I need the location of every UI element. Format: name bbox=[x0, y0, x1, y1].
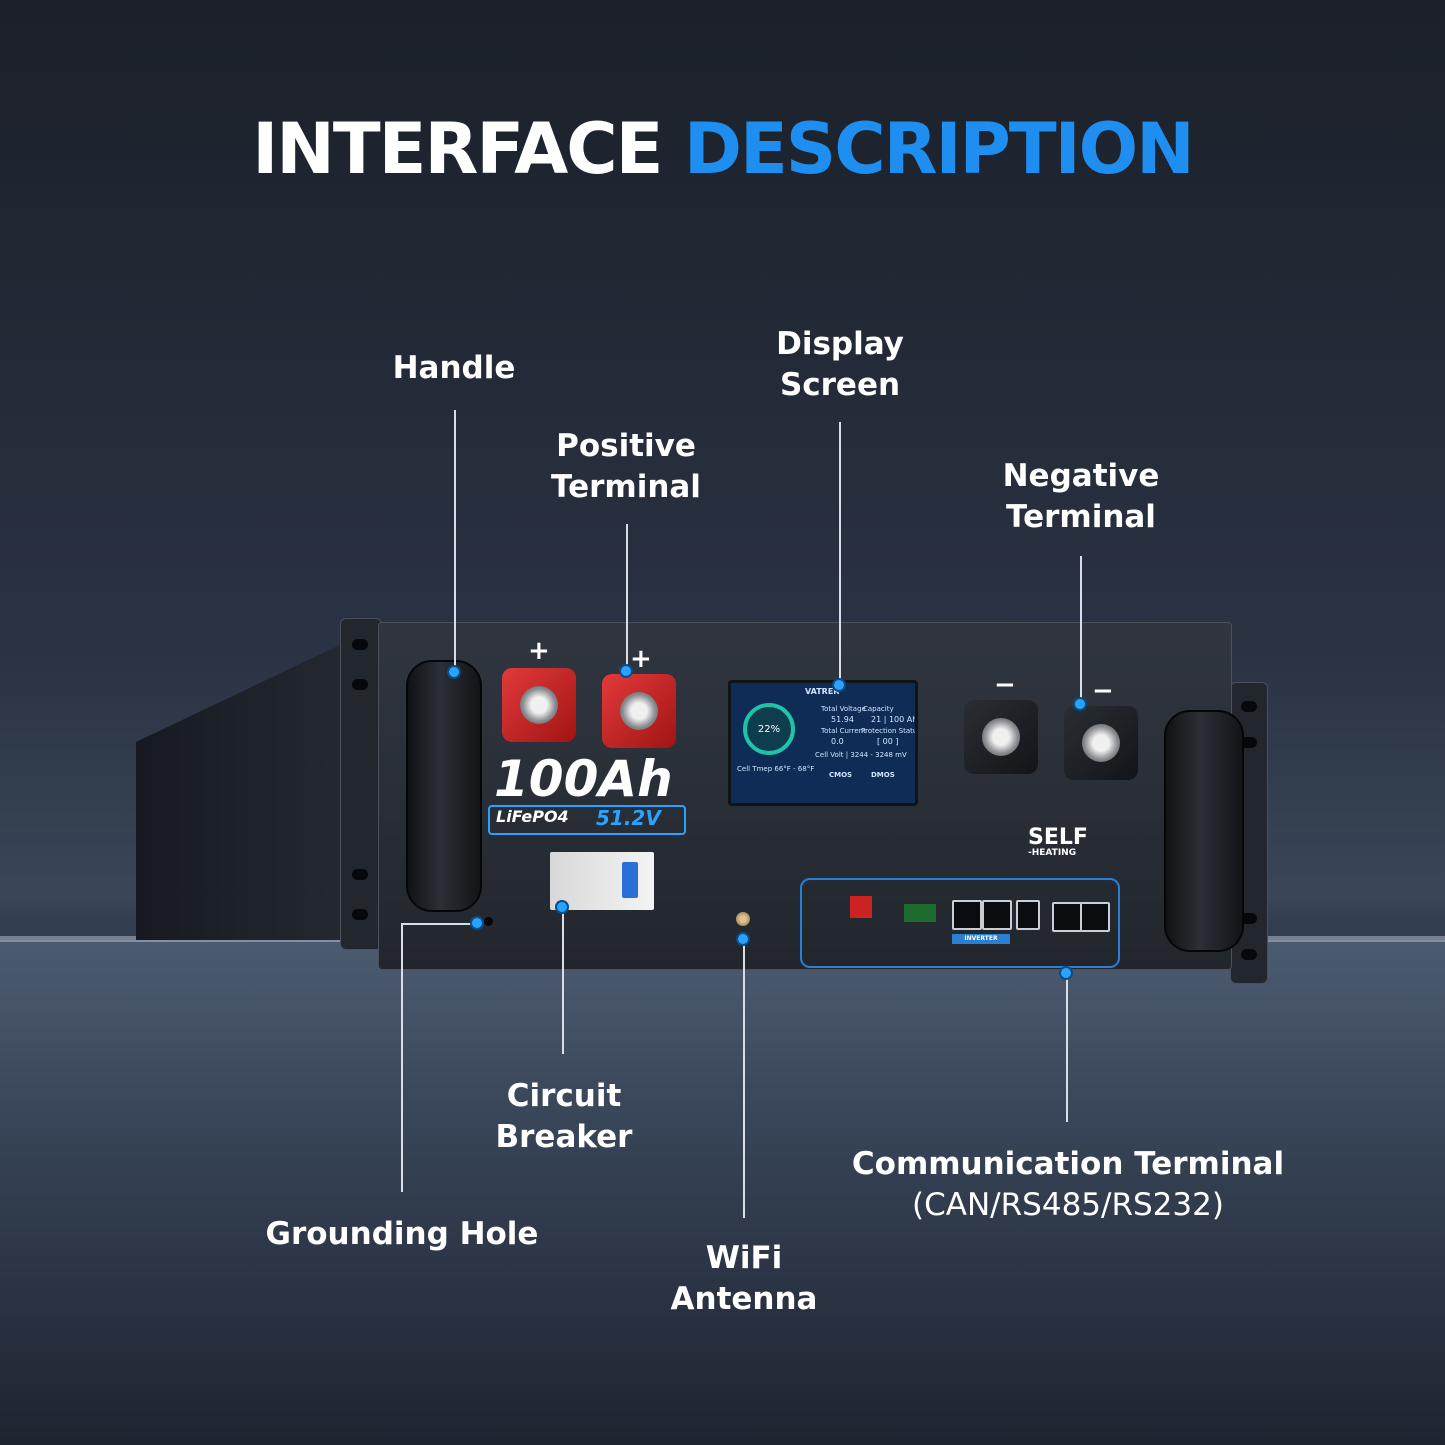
negative-terminal-label: Negative Terminal bbox=[1002, 458, 1160, 535]
positive-sign-2: + bbox=[630, 644, 652, 674]
positive-sign-1: + bbox=[528, 636, 550, 666]
handle-leader-line bbox=[454, 410, 456, 672]
circuit-breaker-marker bbox=[557, 902, 567, 912]
circuit-breaker[interactable] bbox=[550, 852, 654, 910]
page-title: INTERFACE DESCRIPTION bbox=[0, 108, 1445, 190]
grounding-hole[interactable] bbox=[484, 917, 493, 926]
negative-terminal-2[interactable] bbox=[1064, 706, 1138, 780]
positive-terminal-2[interactable] bbox=[602, 674, 676, 748]
right-handle[interactable] bbox=[1164, 710, 1244, 952]
handle-label: Handle bbox=[392, 350, 516, 386]
display-screen-label: Display Screen bbox=[776, 326, 904, 403]
wifi-antenna-leader-line bbox=[743, 940, 745, 1218]
communication-terminal-marker bbox=[1061, 968, 1071, 978]
handle-marker bbox=[449, 667, 459, 677]
left-handle[interactable] bbox=[406, 660, 482, 912]
rs485-port[interactable] bbox=[952, 900, 982, 930]
negative-sign-2: − bbox=[1092, 676, 1114, 706]
chemistry-label: LiFePO4 bbox=[496, 807, 569, 826]
screen-brand: VATRER bbox=[805, 687, 840, 696]
title-part-2: DESCRIPTION bbox=[683, 108, 1195, 190]
negative-sign-1: − bbox=[994, 670, 1016, 700]
spec-badge bbox=[488, 805, 686, 835]
self-heating-logo: SELF -HEATING bbox=[1028, 825, 1088, 858]
circuit-breaker-label: Circuit Breaker bbox=[495, 1078, 633, 1155]
left-rack-ear bbox=[340, 618, 382, 950]
rs232-port[interactable] bbox=[1016, 900, 1040, 930]
negative-terminal-marker bbox=[1075, 699, 1085, 709]
positive-terminal-label: Positive Terminal bbox=[551, 428, 701, 505]
voltage-label: 51.2V bbox=[596, 806, 661, 830]
grounding-hole-label: Grounding Hole bbox=[265, 1216, 539, 1252]
communication-terminal-leader-line bbox=[1066, 974, 1068, 1122]
shelf-surface bbox=[0, 940, 1445, 1445]
display-screen-marker bbox=[834, 680, 844, 690]
wifi-antenna-marker bbox=[738, 934, 748, 944]
wifi-antenna-connector[interactable] bbox=[736, 912, 750, 926]
negative-terminal-1[interactable] bbox=[964, 700, 1038, 774]
dip-switch[interactable] bbox=[850, 896, 872, 918]
positive-terminal-marker bbox=[621, 666, 631, 676]
dry-contact-connector[interactable] bbox=[904, 904, 936, 922]
title-part-1: INTERFACE bbox=[252, 108, 663, 190]
inverter-label: INVERTER bbox=[952, 934, 1010, 944]
grounding-hole-leader-line bbox=[401, 924, 403, 1192]
communication-terminal-label: Communication Terminal (CAN/RS485/RS232) bbox=[851, 1146, 1285, 1223]
capacity-label: 100Ah bbox=[494, 750, 673, 808]
positive-terminal-leader-line bbox=[626, 524, 628, 670]
circuit-breaker-leader-line bbox=[562, 906, 564, 1054]
link-port-out[interactable] bbox=[1080, 902, 1110, 932]
positive-terminal-1[interactable] bbox=[502, 668, 576, 742]
display-screen[interactable]: VATRER 22% Total Voltage 51.94 Capacity … bbox=[728, 680, 918, 806]
negative-terminal-leader-line bbox=[1080, 556, 1082, 704]
link-port-in[interactable] bbox=[1052, 902, 1082, 932]
grounding-hole-marker bbox=[472, 918, 482, 928]
display-screen-leader-line bbox=[839, 422, 841, 684]
communication-panel: INVERTER bbox=[800, 878, 1120, 968]
grounding-hole-leader-hline bbox=[401, 923, 477, 925]
can-port[interactable] bbox=[982, 900, 1012, 930]
wifi-antenna-label: WiFi Antenna bbox=[670, 1240, 818, 1317]
soc-gauge: 22% bbox=[743, 703, 795, 755]
